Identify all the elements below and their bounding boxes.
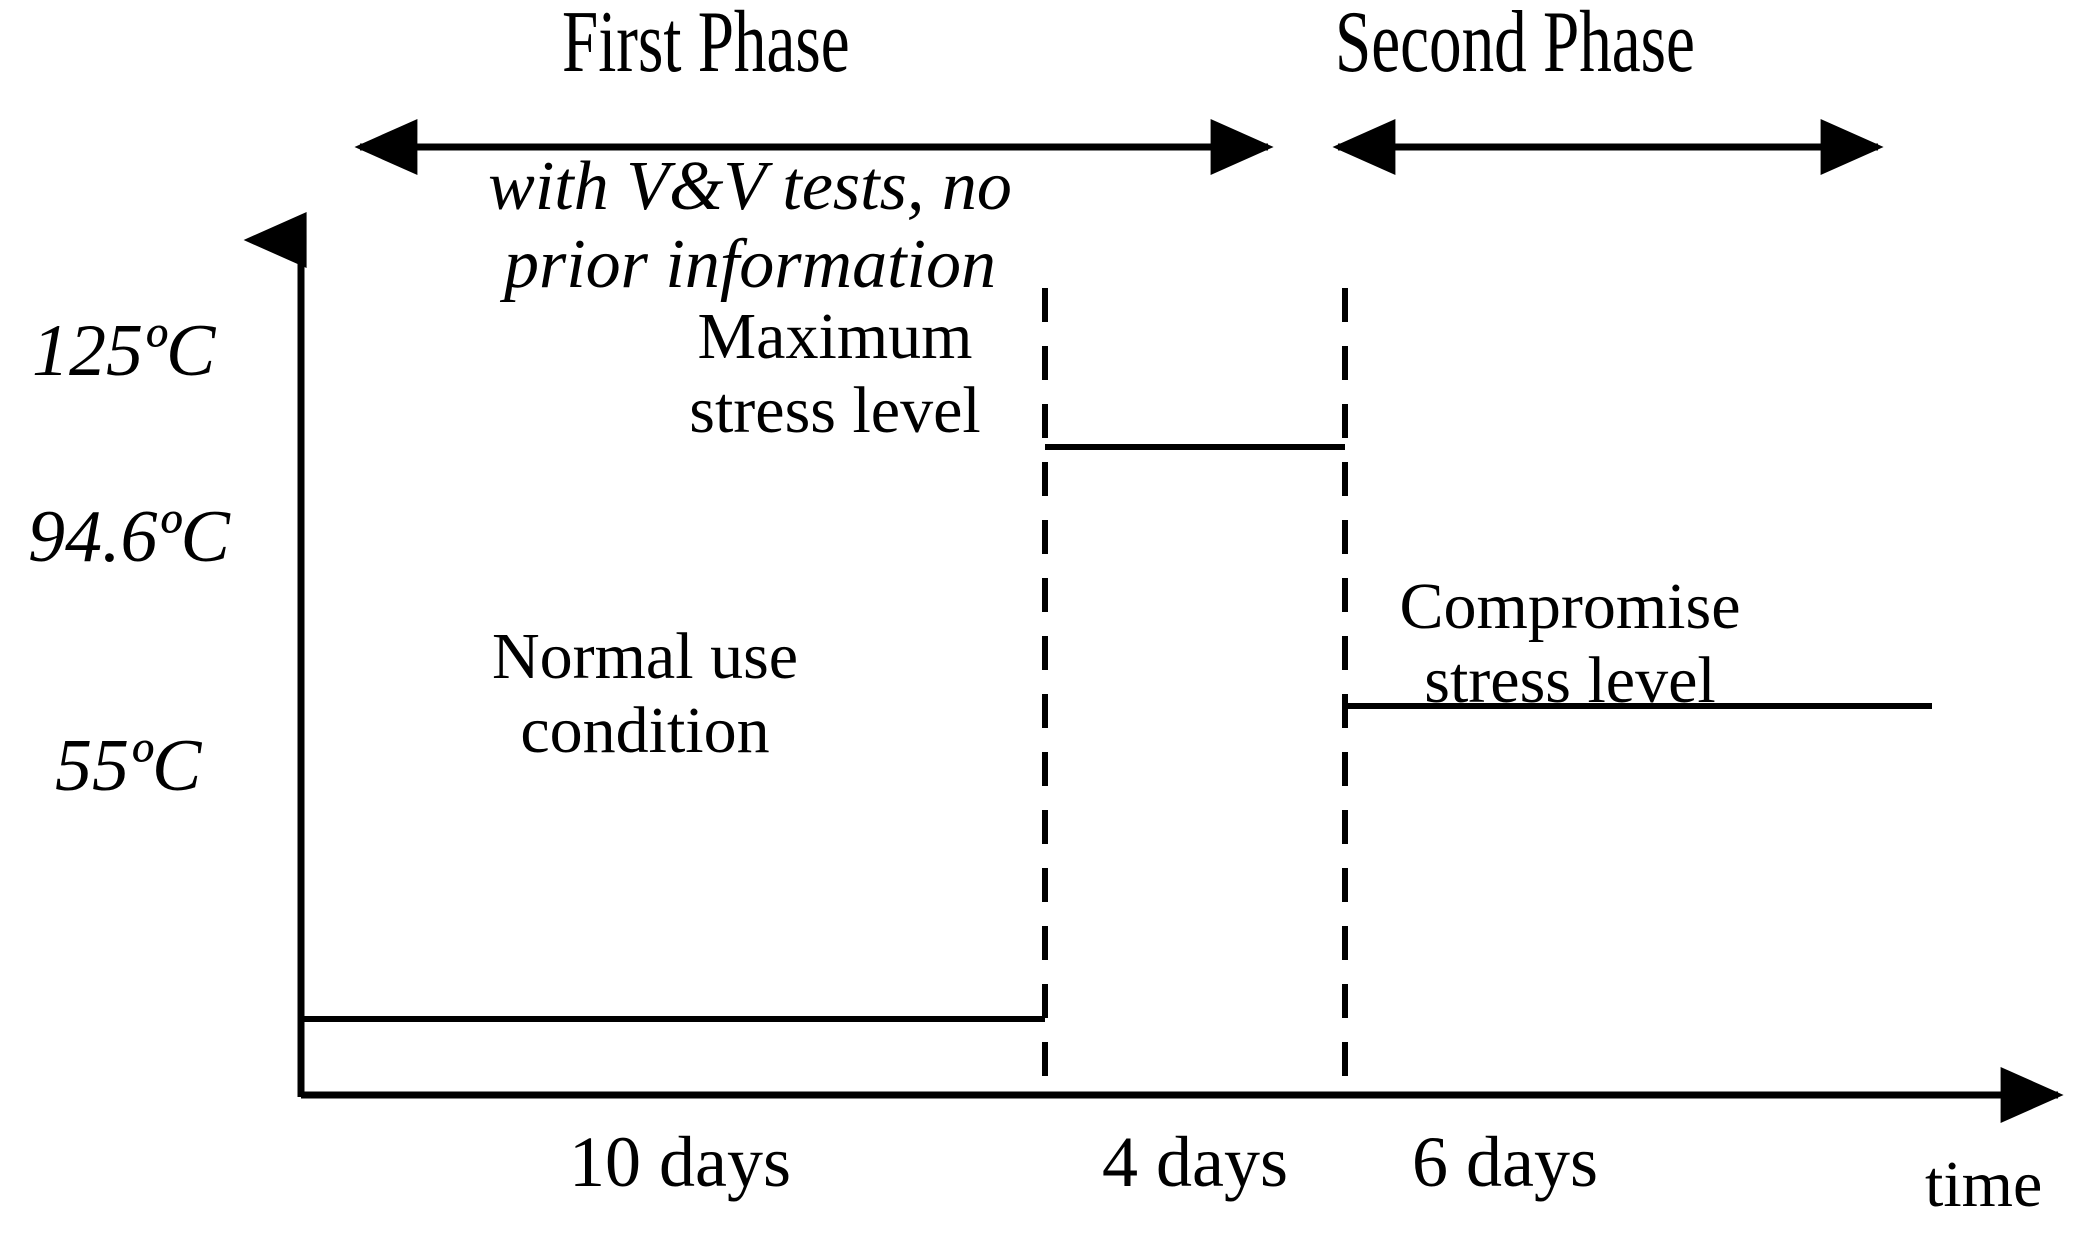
first-phase-title: First Phase xyxy=(562,0,850,91)
x-axis-title-time: time xyxy=(1925,1148,2043,1221)
y-tick-label-946: 94.6ºC xyxy=(28,496,230,578)
second-phase-title: Second Phase xyxy=(1335,0,1695,91)
x-segment-label-10-days: 10 days xyxy=(569,1122,791,1202)
first-phase-note: with V&V tests, no prior information xyxy=(488,148,1012,304)
x-segment-label-6-days: 6 days xyxy=(1412,1122,1598,1202)
compromise-stress-annotation: Compromise stress level xyxy=(1399,570,1741,717)
normal-use-annotation: Normal use condition xyxy=(491,620,799,767)
y-tick-label-55: 55ºC xyxy=(55,725,202,807)
x-segment-label-4-days: 4 days xyxy=(1102,1122,1288,1202)
maximum-stress-annotation: Maximum stress level xyxy=(689,300,981,447)
y-tick-label-125: 125ºC xyxy=(32,310,216,392)
